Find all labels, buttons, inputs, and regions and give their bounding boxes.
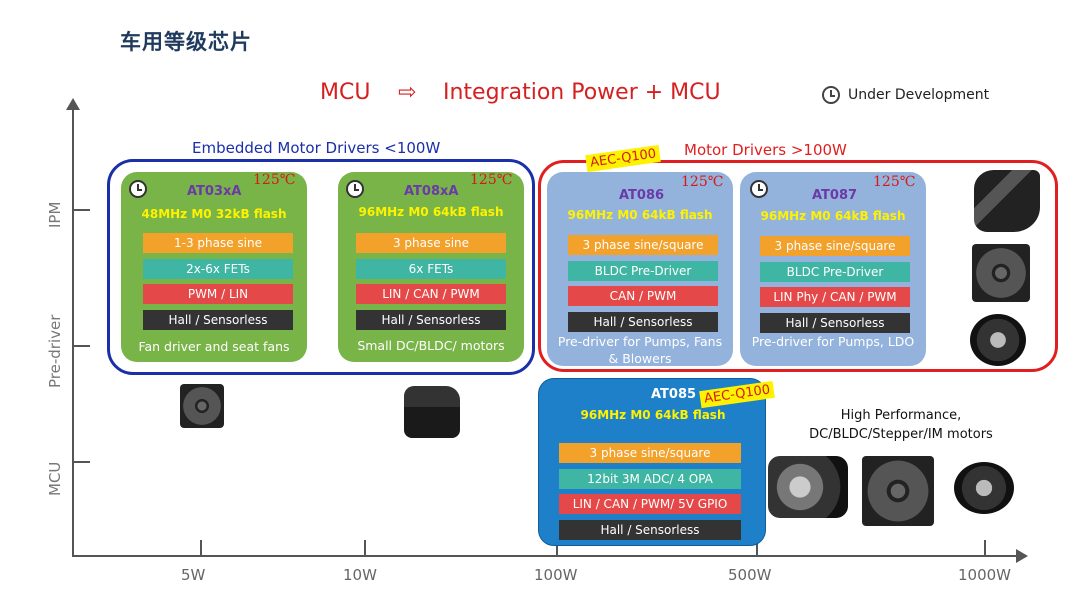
water-pump-image [974,170,1040,232]
chip-spec: 96MHz M0 64kB flash [580,408,726,422]
card-description: Pre-driver for Pumps, Fans & Blowers [557,334,723,366]
chip-spec: 96MHz M0 64kB flash [567,208,713,222]
high-performance-label: High Performance, DC/BLDC/Stepper/IM mot… [796,406,1006,444]
blower-motor-image [970,314,1026,366]
feature-2: BLDC Pre-Driver [760,262,910,282]
electric-pump-image [768,456,848,518]
headline-integration: Integration Power + MCU [443,80,721,105]
x-label-500w: 500W [728,566,772,584]
feature-3: LIN Phy / CAN / PWM [760,287,910,307]
y-axis [72,104,74,556]
x-label-10w: 10W [343,566,377,584]
temp-rating: 125℃ [873,174,916,190]
clock-icon [822,86,840,104]
headline-arrow-icon: ⇨ [398,80,417,105]
feature-4: Hall / Sensorless [568,312,718,332]
x-tick-5w [200,540,202,556]
card-description: Pre-driver for Pumps, LDO [751,334,915,349]
x-axis-arrow-icon [1016,549,1028,563]
y-label-ipm: IPM [46,201,64,228]
chip-name: AT087 [812,188,858,203]
page-title: 车用等级芯片 [120,30,252,54]
radiator-fan-image [972,244,1030,302]
feature-4: Hall / Sensorless [356,310,506,330]
y-tick-ipm [72,209,90,211]
x-axis [72,555,1018,557]
feature-3: CAN / PWM [568,286,718,306]
card-at085: AT085 96MHz M0 64kB flash 3 phase sine/s… [538,378,766,546]
feature-1: 3 phase sine/square [559,443,741,463]
card-at08xa: AT08xA 125℃ 96MHz M0 64kB flash 3 phase … [338,172,524,362]
feature-3: PWM / LIN [143,284,293,304]
x-label-100w: 100W [534,566,578,584]
y-label-mcu: MCU [46,461,64,496]
chip-name: AT085 [651,387,697,402]
actuator-image [404,386,460,438]
legend-label: Under Development [848,87,990,103]
group-motor-border [538,160,1058,372]
feature-3: LIN / CAN / PWM [356,284,506,304]
x-tick-1000w [984,540,986,556]
clock-icon [129,180,147,198]
x-tick-500w [756,540,758,556]
feature-4: Hall / Sensorless [760,313,910,333]
high-performance-line2: DC/BLDC/Stepper/IM motors [809,427,993,442]
feature-2: 6x FETs [356,259,506,279]
feature-1: 1-3 phase sine [143,233,293,253]
card-description: Small DC/BLDC/ motors [357,338,505,353]
feature-1: 3 phase sine/square [760,236,910,256]
chip-name: AT08xA [404,184,459,199]
chip-spec: 48MHz M0 32kB flash [141,207,287,221]
y-axis-arrow-icon [66,98,80,110]
chip-name: AT03xA [187,184,242,199]
group-embedded-border [107,159,535,375]
temp-rating: 125℃ [470,172,513,188]
feature-1: 3 phase sine [356,233,506,253]
group-title-motor: Motor Drivers >100W [684,141,847,159]
headline-mcu: MCU [320,80,371,105]
feature-2: 2x-6x FETs [143,259,293,279]
feature-1: 3 phase sine/square [568,235,718,255]
high-performance-line1: High Performance, [840,408,962,423]
feature-2: 12bit 3M ADC/ 4 OPA [559,469,741,489]
card-at087: AT087 125℃ 96MHz M0 64kB flash 3 phase s… [740,172,926,366]
feature-4: Hall / Sensorless [559,520,741,540]
chip-name: AT086 [619,188,665,203]
x-label-5w: 5W [181,566,206,584]
clock-icon [346,180,364,198]
temp-rating: 125℃ [253,172,296,188]
cooling-fan-image [180,384,224,428]
card-description: Fan driver and seat fans [138,339,290,354]
feature-2: BLDC Pre-Driver [568,261,718,281]
group-title-embedded: Embedded Motor Drivers <100W [192,139,441,157]
feature-4: Hall / Sensorless [143,310,293,330]
card-at086: AT086 125℃ 96MHz M0 64kB flash 3 phase s… [547,172,733,366]
feature-3: LIN / CAN / PWM/ 5V GPIO [559,494,741,514]
x-label-1000w: 1000W [958,566,1012,584]
x-tick-100w [556,540,558,556]
hvac-blower-image [954,462,1014,514]
legend: Under Development [822,86,989,104]
y-tick-mcu [72,461,90,463]
x-tick-10w [364,540,366,556]
chip-spec: 96MHz M0 64kB flash [760,209,906,223]
card-at03xa: AT03xA 125℃ 48MHz M0 32kB flash 1-3 phas… [121,172,307,362]
engine-fan-image [862,456,934,526]
chip-spec: 96MHz M0 64kB flash [358,205,504,219]
clock-icon [750,180,768,198]
y-tick-predriver [72,345,90,347]
temp-rating: 125℃ [681,174,724,190]
y-label-predriver: Pre-driver [46,314,64,388]
